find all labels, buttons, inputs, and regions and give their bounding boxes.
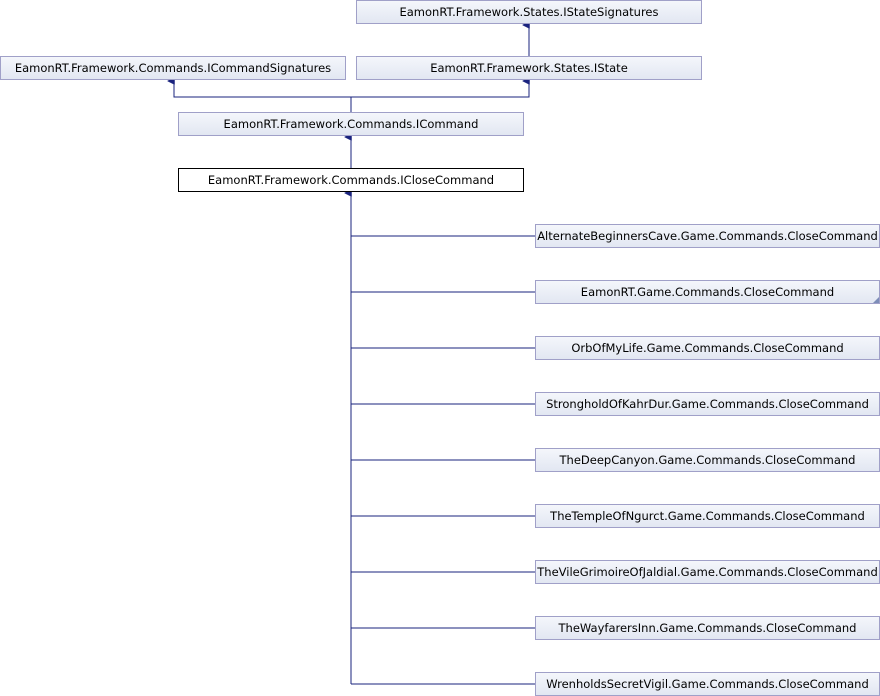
node-derived-close-command[interactable]: WrenholdsSecretVigil.Game.Commands.Close… (535, 672, 880, 696)
node-derived-close-command[interactable]: TheWayfarersInn.Game.Commands.CloseComma… (535, 616, 880, 640)
node-iclose-command: EamonRT.Framework.Commands.ICloseCommand (178, 168, 524, 192)
node-derived-close-command[interactable]: OrbOfMyLife.Game.Commands.CloseCommand (535, 336, 880, 360)
more-indicator-icon (873, 297, 879, 303)
node-icommand-signatures[interactable]: EamonRT.Framework.Commands.ICommandSigna… (0, 56, 346, 80)
node-derived-close-command[interactable]: TheTempleOfNgurct.Game.Commands.CloseCom… (535, 504, 880, 528)
node-derived-close-command[interactable]: EamonRT.Game.Commands.CloseCommand (535, 280, 880, 304)
edge-icommand-to-parents (174, 81, 352, 112)
node-icommand[interactable]: EamonRT.Framework.Commands.ICommand (178, 112, 524, 136)
node-derived-close-command[interactable]: AlternateBeginnersCave.Game.Commands.Clo… (535, 224, 880, 248)
node-derived-close-command[interactable]: TheVileGrimoireOfJaldial.Game.Commands.C… (535, 560, 880, 584)
node-derived-close-command[interactable]: StrongholdOfKahrDur.Game.Commands.CloseC… (535, 392, 880, 416)
node-derived-close-command[interactable]: TheDeepCanyon.Game.Commands.CloseCommand (535, 448, 880, 472)
node-istate[interactable]: EamonRT.Framework.States.IState (356, 56, 702, 80)
node-istate-signatures[interactable]: EamonRT.Framework.States.IStateSignature… (356, 0, 702, 24)
